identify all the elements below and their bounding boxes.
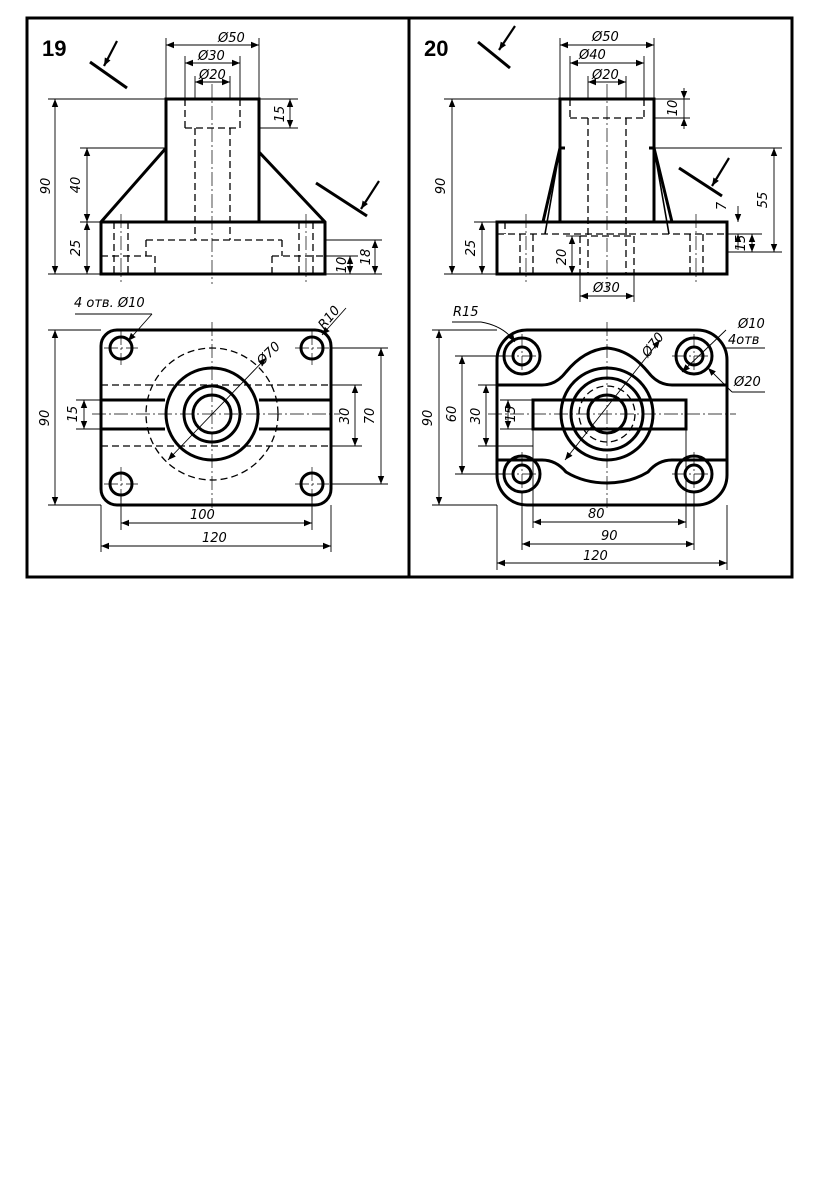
panel-19: 19 bbox=[38, 31, 388, 552]
dim-h-base: 25 bbox=[69, 240, 84, 257]
dim-d-inner: Ø20 bbox=[198, 68, 226, 83]
dim-w-slot: 15 bbox=[66, 406, 81, 423]
dim-radius: R15 bbox=[453, 305, 479, 320]
dim-radius: R10 bbox=[316, 303, 344, 332]
dim-width-total: 120 bbox=[583, 549, 608, 564]
front-view bbox=[99, 84, 380, 284]
dim-d-bottom: Ø30 bbox=[592, 281, 620, 296]
dim-h-slot: 10 bbox=[335, 257, 350, 274]
dim-d-mid: Ø40 bbox=[578, 48, 606, 63]
dim-d-outer: Ø50 bbox=[217, 31, 245, 46]
panel-number: 20 bbox=[424, 36, 448, 61]
dim-d-outer: Ø50 bbox=[591, 30, 619, 45]
dim-h-upper: 55 bbox=[756, 192, 771, 209]
dim-h-base-right: 15 bbox=[734, 235, 749, 252]
dim-w-channel: 30 bbox=[338, 408, 353, 425]
top-view bbox=[92, 322, 340, 508]
dim-h-total: 90 bbox=[39, 178, 54, 195]
panel-20: 20 bbox=[421, 25, 782, 570]
front-dimensions: Ø50 Ø40 Ø20 10 90 55 bbox=[434, 30, 782, 302]
dim-h-top: 10 bbox=[666, 100, 681, 117]
dim-w-slot: 15 bbox=[504, 406, 519, 423]
dim-h-rib: 40 bbox=[69, 177, 84, 194]
dim-depth-inner: 70 bbox=[363, 408, 378, 425]
dim-d-inner: Ø20 bbox=[591, 68, 619, 83]
dim-depth-total: 90 bbox=[38, 410, 53, 427]
dim-d-boss: Ø70 bbox=[254, 339, 284, 369]
panel-number: 19 bbox=[42, 36, 66, 61]
dim-h-slot: 20 bbox=[555, 249, 570, 266]
front-view bbox=[495, 84, 730, 290]
dim-d-boss: Ø70 bbox=[639, 330, 668, 361]
top-dimensions: 4 отв. Ø10 R10 Ø70 15 30 70 90 1 bbox=[38, 296, 388, 552]
dim-d-mid: Ø30 bbox=[197, 49, 225, 64]
dim-h-base: 25 bbox=[464, 240, 479, 257]
dim-h-step: 18 bbox=[359, 249, 374, 266]
dim-hole-spacing: 100 bbox=[190, 508, 215, 523]
dim-holes: 4отв bbox=[728, 333, 759, 348]
dim-h-small: 7 bbox=[715, 201, 730, 210]
dim-w-channel: 30 bbox=[469, 408, 484, 425]
dim-d-counter: Ø20 bbox=[733, 375, 761, 390]
dim-holes: 4 отв. Ø10 bbox=[74, 296, 145, 311]
dim-d-hole: Ø10 bbox=[737, 317, 765, 332]
view-direction-arrow bbox=[477, 25, 516, 70]
dim-depth-total: 90 bbox=[421, 410, 436, 427]
top-view bbox=[488, 322, 736, 508]
view-direction-arrow bbox=[89, 40, 128, 90]
dim-h-top: 15 bbox=[273, 106, 288, 123]
dim-h-total: 90 bbox=[434, 178, 449, 195]
dim-depth-inner: 60 bbox=[445, 406, 460, 423]
dim-span-mid: 90 bbox=[601, 529, 618, 544]
dim-width-total: 120 bbox=[202, 531, 227, 546]
dim-span-inner: 80 bbox=[588, 507, 605, 522]
front-dimensions: Ø50 Ø30 Ø20 15 90 40 25 bbox=[39, 31, 382, 275]
